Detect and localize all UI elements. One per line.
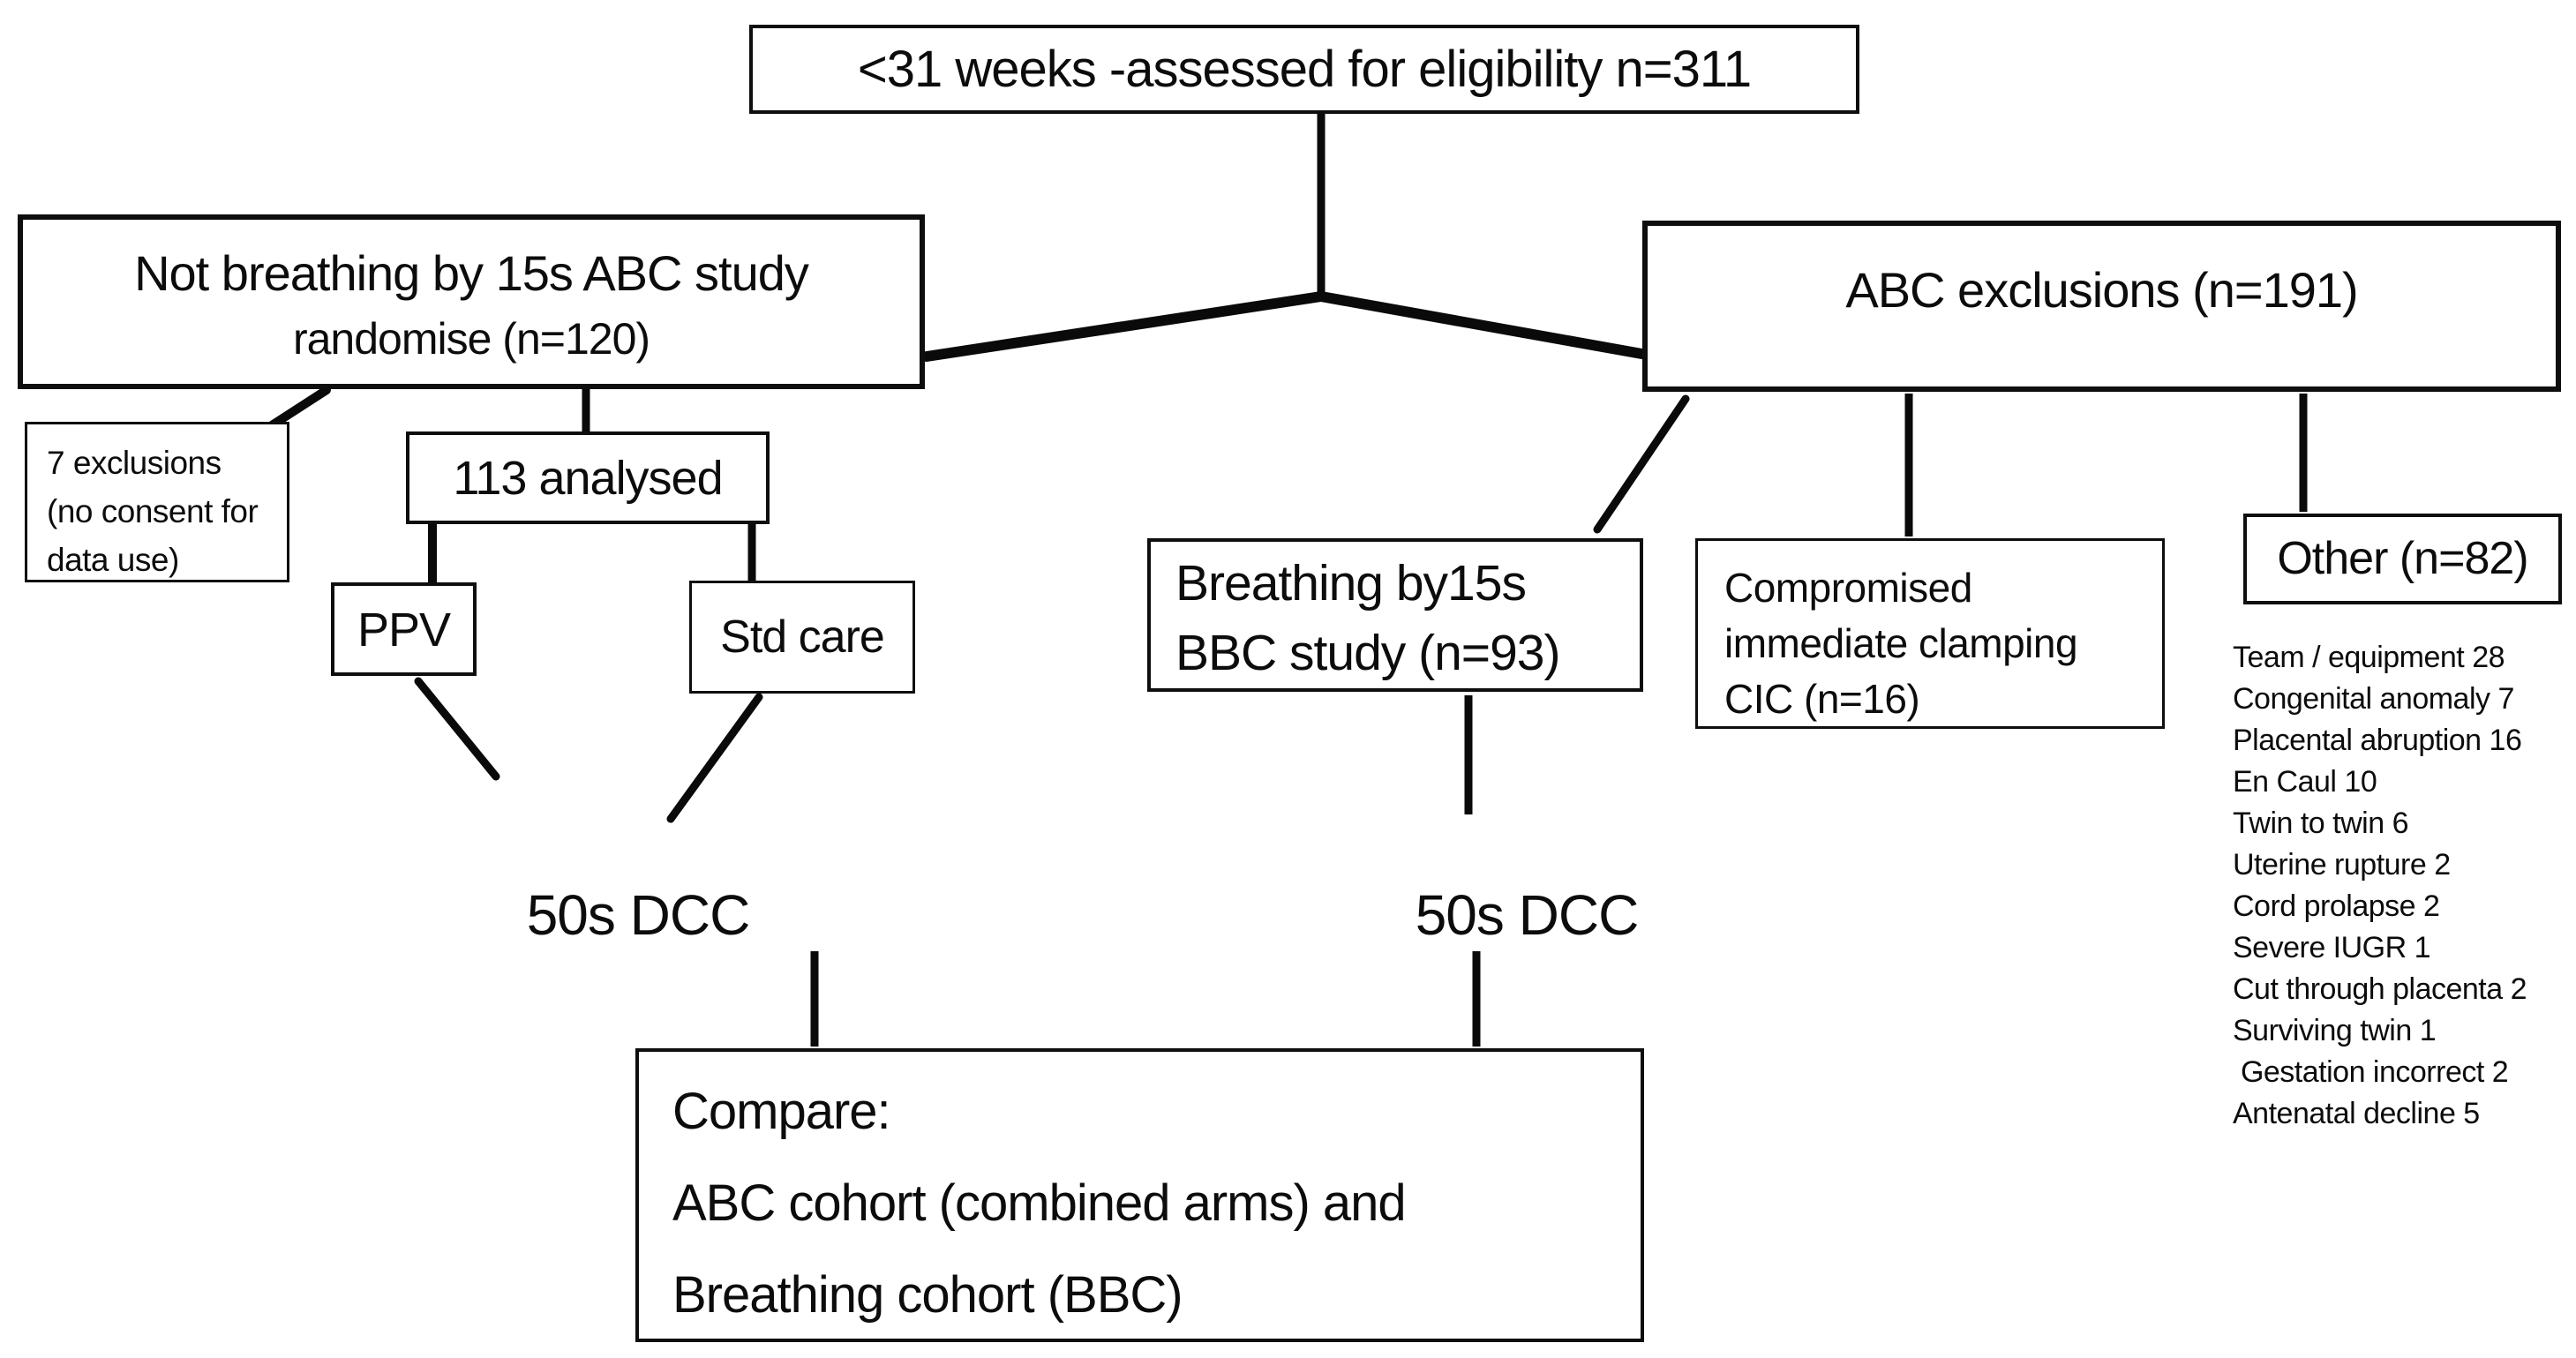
consent-exclusions-line3: data use)	[47, 542, 179, 578]
other-reasons-list: Team / equipment 28 Congenital anomaly 7…	[2233, 637, 2572, 1135]
cic-box: Compromised immediate clamping CIC (n=16…	[1695, 538, 2165, 729]
other-reason-item: Uterine rupture 2	[2233, 848, 2451, 882]
compare-line1: Compare:	[672, 1083, 891, 1140]
dcc-label-left: 50s DCC	[462, 882, 815, 948]
other-reason-item: Cut through placenta 2	[2233, 972, 2527, 1006]
connector-ppv-to-dcc	[414, 677, 500, 781]
other-reason-item: En Caul 10	[2233, 765, 2377, 799]
dcc-left-text: 50s DCC	[526, 883, 751, 947]
dcc-right-text: 50s DCC	[1415, 883, 1640, 947]
other-reason-item: Gestation incorrect 2	[2233, 1055, 2509, 1089]
std-care-box: Std care	[689, 581, 915, 694]
other-reason-item: Severe IUGR 1	[2233, 931, 2431, 964]
eligibility-text: <31 weeks -assessed for eligibility n=31…	[857, 41, 1752, 98]
eligibility-box: <31 weeks -assessed for eligibility n=31…	[749, 25, 1859, 114]
compare-line2: ABC cohort (combined arms) and	[672, 1174, 1407, 1232]
breathing-bbc-box: Breathing by15s BBC study (n=93)	[1147, 538, 1643, 692]
other-text: Other (n=82)	[2277, 533, 2528, 584]
other-reason-item: Placental abruption 16	[2233, 724, 2522, 757]
connector-exclusions-to-breathing	[1593, 394, 1690, 534]
abc-study-line2: randomise (n=120)	[292, 314, 650, 364]
analysed-box: 113 analysed	[406, 431, 770, 524]
cic-line1: Compromised	[1724, 565, 1972, 611]
dcc-label-right: 50s DCC	[1350, 882, 1703, 948]
connector-to-consent-exclusions	[265, 386, 331, 431]
connector-to-abc-box	[921, 291, 1326, 362]
other-reason-item: Antenatal decline 5	[2233, 1097, 2480, 1130]
cic-line2: immediate clamping	[1724, 620, 2078, 666]
connector-to-abc-exclusions	[1316, 291, 1652, 360]
cic-line3: CIC (n=16)	[1724, 676, 1920, 722]
other-reason-item: Congenital anomaly 7	[2233, 682, 2514, 716]
consent-exclusions-box: 7 exclusions (no consent for data use)	[25, 422, 289, 582]
std-care-text: Std care	[720, 611, 885, 663]
analysed-text: 113 analysed	[453, 452, 723, 505]
other-box: Other (n=82)	[2243, 514, 2562, 604]
consent-exclusions-line2: (no consent for	[47, 493, 259, 529]
abc-exclusions-text: ABC exclusions (n=191)	[1845, 262, 2358, 318]
compare-box: Compare: ABC cohort (combined arms) and …	[635, 1048, 1644, 1342]
connector-stdcare-to-dcc	[666, 693, 763, 823]
abc-exclusions-box: ABC exclusions (n=191)	[1642, 221, 2561, 392]
breathing-line1: Breathing by15s	[1175, 555, 1527, 611]
other-reason-item: Cord prolapse 2	[2233, 889, 2440, 923]
other-reason-item: Team / equipment 28	[2233, 641, 2505, 674]
other-reason-item: Twin to twin 6	[2233, 807, 2408, 840]
other-reason-item: Surviving twin 1	[2233, 1014, 2437, 1047]
ppv-text: PPV	[357, 604, 451, 656]
consent-exclusions-line1: 7 exclusions	[47, 445, 222, 481]
ppv-box: PPV	[331, 582, 477, 676]
abc-study-line1: Not breathing by 15s ABC study	[134, 245, 809, 301]
compare-line3: Breathing cohort (BBC)	[672, 1266, 1183, 1324]
breathing-line2: BBC study (n=93)	[1175, 625, 1560, 681]
abc-study-box: Not breathing by 15s ABC study randomise…	[18, 214, 925, 389]
